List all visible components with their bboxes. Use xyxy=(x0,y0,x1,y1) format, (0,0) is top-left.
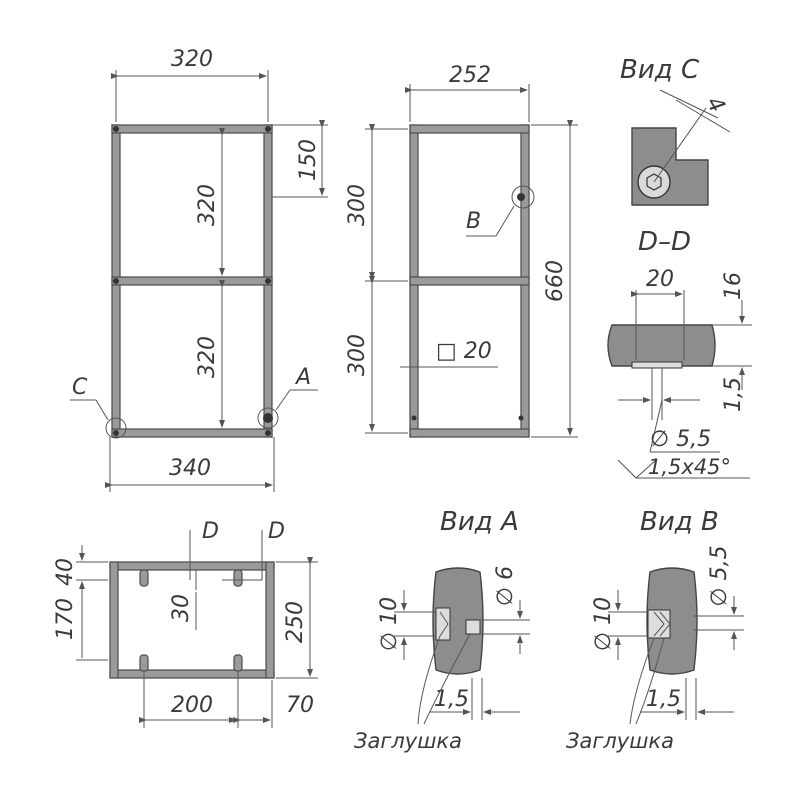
view-c-dim: 4 xyxy=(701,93,730,118)
top-back-rail xyxy=(109,561,275,571)
front-lower-height-dim: 320 xyxy=(195,336,220,378)
view-a-title: Вид А xyxy=(440,507,519,537)
side-view: 252 300 300 660 B □ 20 xyxy=(345,63,578,438)
plug-a-marker xyxy=(263,413,273,423)
view-a-dia10-dim: ∅ 10 xyxy=(377,597,402,651)
view-b: Вид В ∅ 10 ∅ 5,5 1,5 Заглушка xyxy=(566,507,744,753)
side-bottom-rail xyxy=(409,428,530,438)
view-a-plug-note: Заглушка xyxy=(354,729,462,753)
view-a-profile xyxy=(432,567,484,675)
section-mark-d-left: D xyxy=(202,519,219,544)
view-b-dia55-dim: ∅ 5,5 xyxy=(707,545,732,606)
view-c: Вид С 4 xyxy=(620,55,731,206)
front-middle-rail xyxy=(111,276,273,286)
section-d-thickness-dim: 1,5 xyxy=(721,377,746,412)
front-total-width-dim: 340 xyxy=(169,456,211,481)
view-b-title: Вид В xyxy=(640,507,719,537)
view-b-dia10-dim: ∅ 10 xyxy=(591,597,616,651)
view-a-thickness-dim: 1,5 xyxy=(434,687,469,712)
detail-a-circle xyxy=(257,407,279,429)
top-70-dim: 70 xyxy=(286,693,314,718)
top-front-rail xyxy=(109,669,275,679)
front-top-rail xyxy=(111,124,273,134)
view-c-title: Вид С xyxy=(620,55,700,85)
section-d-profile xyxy=(607,324,716,367)
top-200-dim: 200 xyxy=(171,693,213,718)
front-width-dim: 320 xyxy=(171,47,213,72)
top-170-dim: 170 xyxy=(53,598,78,640)
section-d-height-dim: 16 xyxy=(721,272,746,300)
view-b-plug-note: Заглушка xyxy=(566,729,674,753)
section-d-hole-dim: ∅ 5,5 xyxy=(650,427,711,452)
detail-b-label: B xyxy=(466,209,481,234)
section-mark-d-right: D xyxy=(268,519,285,544)
side-upper-height-dim: 300 xyxy=(345,184,370,226)
detail-c-circle xyxy=(105,417,127,439)
side-lower-height-dim: 300 xyxy=(345,334,370,376)
top-right-rail xyxy=(265,561,275,679)
detail-c-label: C xyxy=(72,375,88,400)
top-view: D D 40 170 30 250 200 70 xyxy=(53,519,318,728)
side-depth-dim: 252 xyxy=(449,63,491,88)
side-top-rail xyxy=(409,124,530,134)
view-a-dia6-dim: ∅ 6 xyxy=(493,566,518,606)
detail-b-circle xyxy=(511,185,535,209)
section-d-d: D–D 20 16 1,5 ∅ 5,5 1,5x45° xyxy=(607,227,752,479)
side-total-height-dim: 660 xyxy=(543,260,568,302)
top-left-rail xyxy=(109,561,119,679)
front-top-offset-dim: 150 xyxy=(296,139,321,181)
section-d-width-dim: 20 xyxy=(646,267,674,292)
top-30-dim: 30 xyxy=(169,594,194,622)
view-b-profile xyxy=(646,567,698,675)
view-a: Вид А ∅ 10 ∅ 6 1,5 Заглушка xyxy=(354,507,530,753)
profile-square-dim: □ 20 xyxy=(436,339,492,364)
side-middle-rail xyxy=(409,276,530,286)
front-view: 320 150 320 320 340 C A xyxy=(70,47,328,492)
section-d-chamfer-dim: 1,5x45° xyxy=(648,455,731,479)
section-d-title: D–D xyxy=(638,227,691,257)
view-b-thickness-dim: 1,5 xyxy=(646,687,681,712)
front-bottom-rail xyxy=(111,428,273,438)
top-depth-dim: 250 xyxy=(283,601,308,643)
front-upper-height-dim: 320 xyxy=(195,184,220,226)
detail-a-label: A xyxy=(294,365,311,390)
top-offset-40-dim: 40 xyxy=(53,558,78,586)
